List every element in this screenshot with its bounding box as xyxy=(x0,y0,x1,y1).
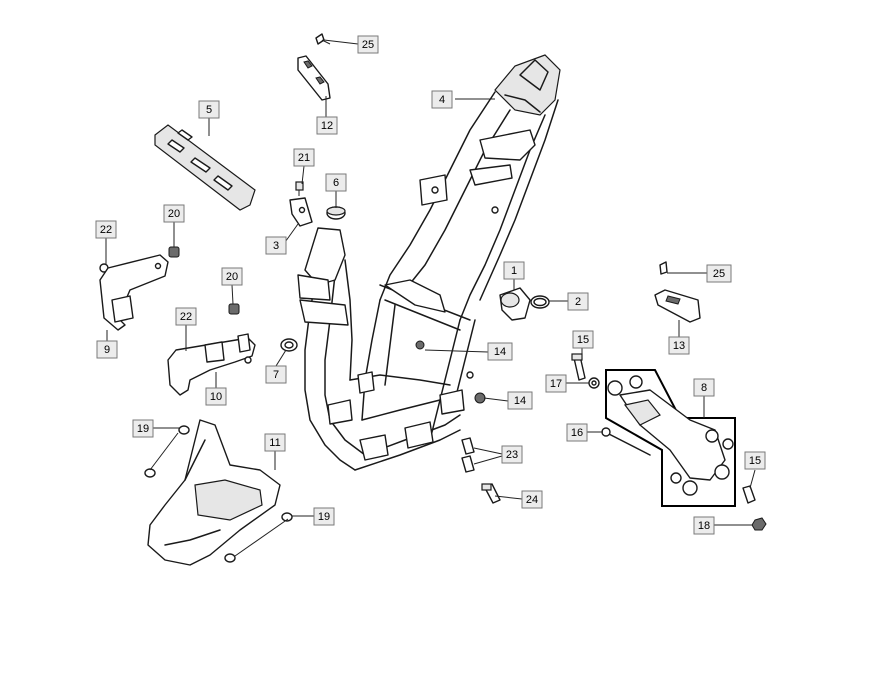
callout-14: 14 xyxy=(507,391,533,410)
screw-25-top xyxy=(315,33,331,45)
svg-text:5: 5 xyxy=(206,104,212,116)
callout-22: 22 xyxy=(95,220,117,239)
engine-hanger-8 xyxy=(605,369,736,507)
callout-19: 19 xyxy=(313,507,335,526)
callout-25: 25 xyxy=(706,264,732,283)
callout-4: 4 xyxy=(431,90,453,109)
nut-20a xyxy=(168,246,180,258)
footrest-13 xyxy=(654,289,701,323)
callout-18: 18 xyxy=(693,516,715,535)
svg-text:13: 13 xyxy=(673,340,685,352)
callout-8: 8 xyxy=(693,378,715,397)
leader-lines xyxy=(105,39,756,557)
bolt-24 xyxy=(481,483,501,504)
svg-text:14: 14 xyxy=(514,395,526,407)
callout-6: 6 xyxy=(325,173,347,192)
callout-11: 11 xyxy=(264,433,286,452)
callout-15: 15 xyxy=(744,451,766,470)
bolt-21 xyxy=(295,181,304,196)
callout-labels: 25 12 4 5 21 6 3 22 20 20 22 9 10 7 1 2 … xyxy=(95,35,766,535)
svg-text:22: 22 xyxy=(180,311,192,323)
callout-7: 7 xyxy=(265,365,287,384)
bracket-12 xyxy=(297,55,331,101)
svg-text:7: 7 xyxy=(273,369,279,381)
callout-15: 15 xyxy=(572,330,594,349)
svg-text:4: 4 xyxy=(439,94,445,106)
callout-16: 16 xyxy=(566,423,588,442)
svg-text:21: 21 xyxy=(298,152,310,164)
svg-text:15: 15 xyxy=(749,455,761,467)
svg-text:16: 16 xyxy=(571,427,583,439)
svg-text:24: 24 xyxy=(526,494,538,506)
plate-5 xyxy=(154,124,256,211)
callout-20: 20 xyxy=(221,267,243,286)
main-frame xyxy=(297,54,561,471)
nut-14 xyxy=(474,392,486,404)
grommet-7 xyxy=(280,338,298,352)
bolt-15-lower xyxy=(742,485,756,504)
svg-text:3: 3 xyxy=(273,240,279,252)
svg-text:23: 23 xyxy=(506,449,518,461)
svg-text:25: 25 xyxy=(362,39,374,51)
nut-20b xyxy=(228,303,240,315)
under-cover-11 xyxy=(147,419,281,566)
callout-19: 19 xyxy=(132,419,154,438)
washer-17 xyxy=(588,377,600,389)
nut-18 xyxy=(751,517,767,531)
svg-text:19: 19 xyxy=(137,423,149,435)
clip-19a xyxy=(144,425,190,478)
svg-text:17: 17 xyxy=(550,378,562,390)
svg-text:8: 8 xyxy=(701,382,707,394)
callout-14: 14 xyxy=(487,342,513,361)
svg-text:19: 19 xyxy=(318,511,330,523)
callout-1: 1 xyxy=(503,261,525,280)
callout-23: 23 xyxy=(501,445,523,464)
svg-text:22: 22 xyxy=(100,224,112,236)
callout-12: 12 xyxy=(316,116,338,135)
svg-text:20: 20 xyxy=(168,208,180,220)
svg-text:18: 18 xyxy=(698,520,710,532)
callout-17: 17 xyxy=(545,374,567,393)
cap-6 xyxy=(326,206,346,220)
svg-text:2: 2 xyxy=(575,296,581,308)
svg-text:14: 14 xyxy=(494,346,506,358)
svg-text:15: 15 xyxy=(577,334,589,346)
callout-13: 13 xyxy=(668,336,690,355)
svg-text:6: 6 xyxy=(333,177,339,189)
bracket-10 xyxy=(167,333,256,396)
callout-25: 25 xyxy=(357,35,379,54)
clamp-2 xyxy=(530,295,550,309)
callout-3: 3 xyxy=(265,236,287,255)
bracket-9 xyxy=(99,254,169,331)
callout-22: 22 xyxy=(175,307,197,326)
callout-2: 2 xyxy=(567,292,589,311)
callout-10: 10 xyxy=(205,387,227,406)
callout-20: 20 xyxy=(163,204,185,223)
screw-25-right xyxy=(659,261,668,275)
bracket-3 xyxy=(289,197,313,227)
svg-text:1: 1 xyxy=(511,265,517,277)
svg-text:12: 12 xyxy=(321,120,333,132)
pipe-1 xyxy=(499,287,531,321)
svg-text:20: 20 xyxy=(226,271,238,283)
bolt-16 xyxy=(601,427,651,456)
svg-text:10: 10 xyxy=(210,391,222,403)
callout-24: 24 xyxy=(521,490,543,509)
callout-5: 5 xyxy=(198,100,220,119)
clip-19b xyxy=(224,512,293,563)
bolts-23 xyxy=(461,437,475,473)
bolt-15-top xyxy=(571,353,586,381)
callout-21: 21 xyxy=(293,148,315,167)
svg-text:25: 25 xyxy=(713,268,725,280)
callout-9: 9 xyxy=(96,340,118,359)
svg-text:11: 11 xyxy=(269,437,280,449)
svg-text:9: 9 xyxy=(104,344,110,356)
